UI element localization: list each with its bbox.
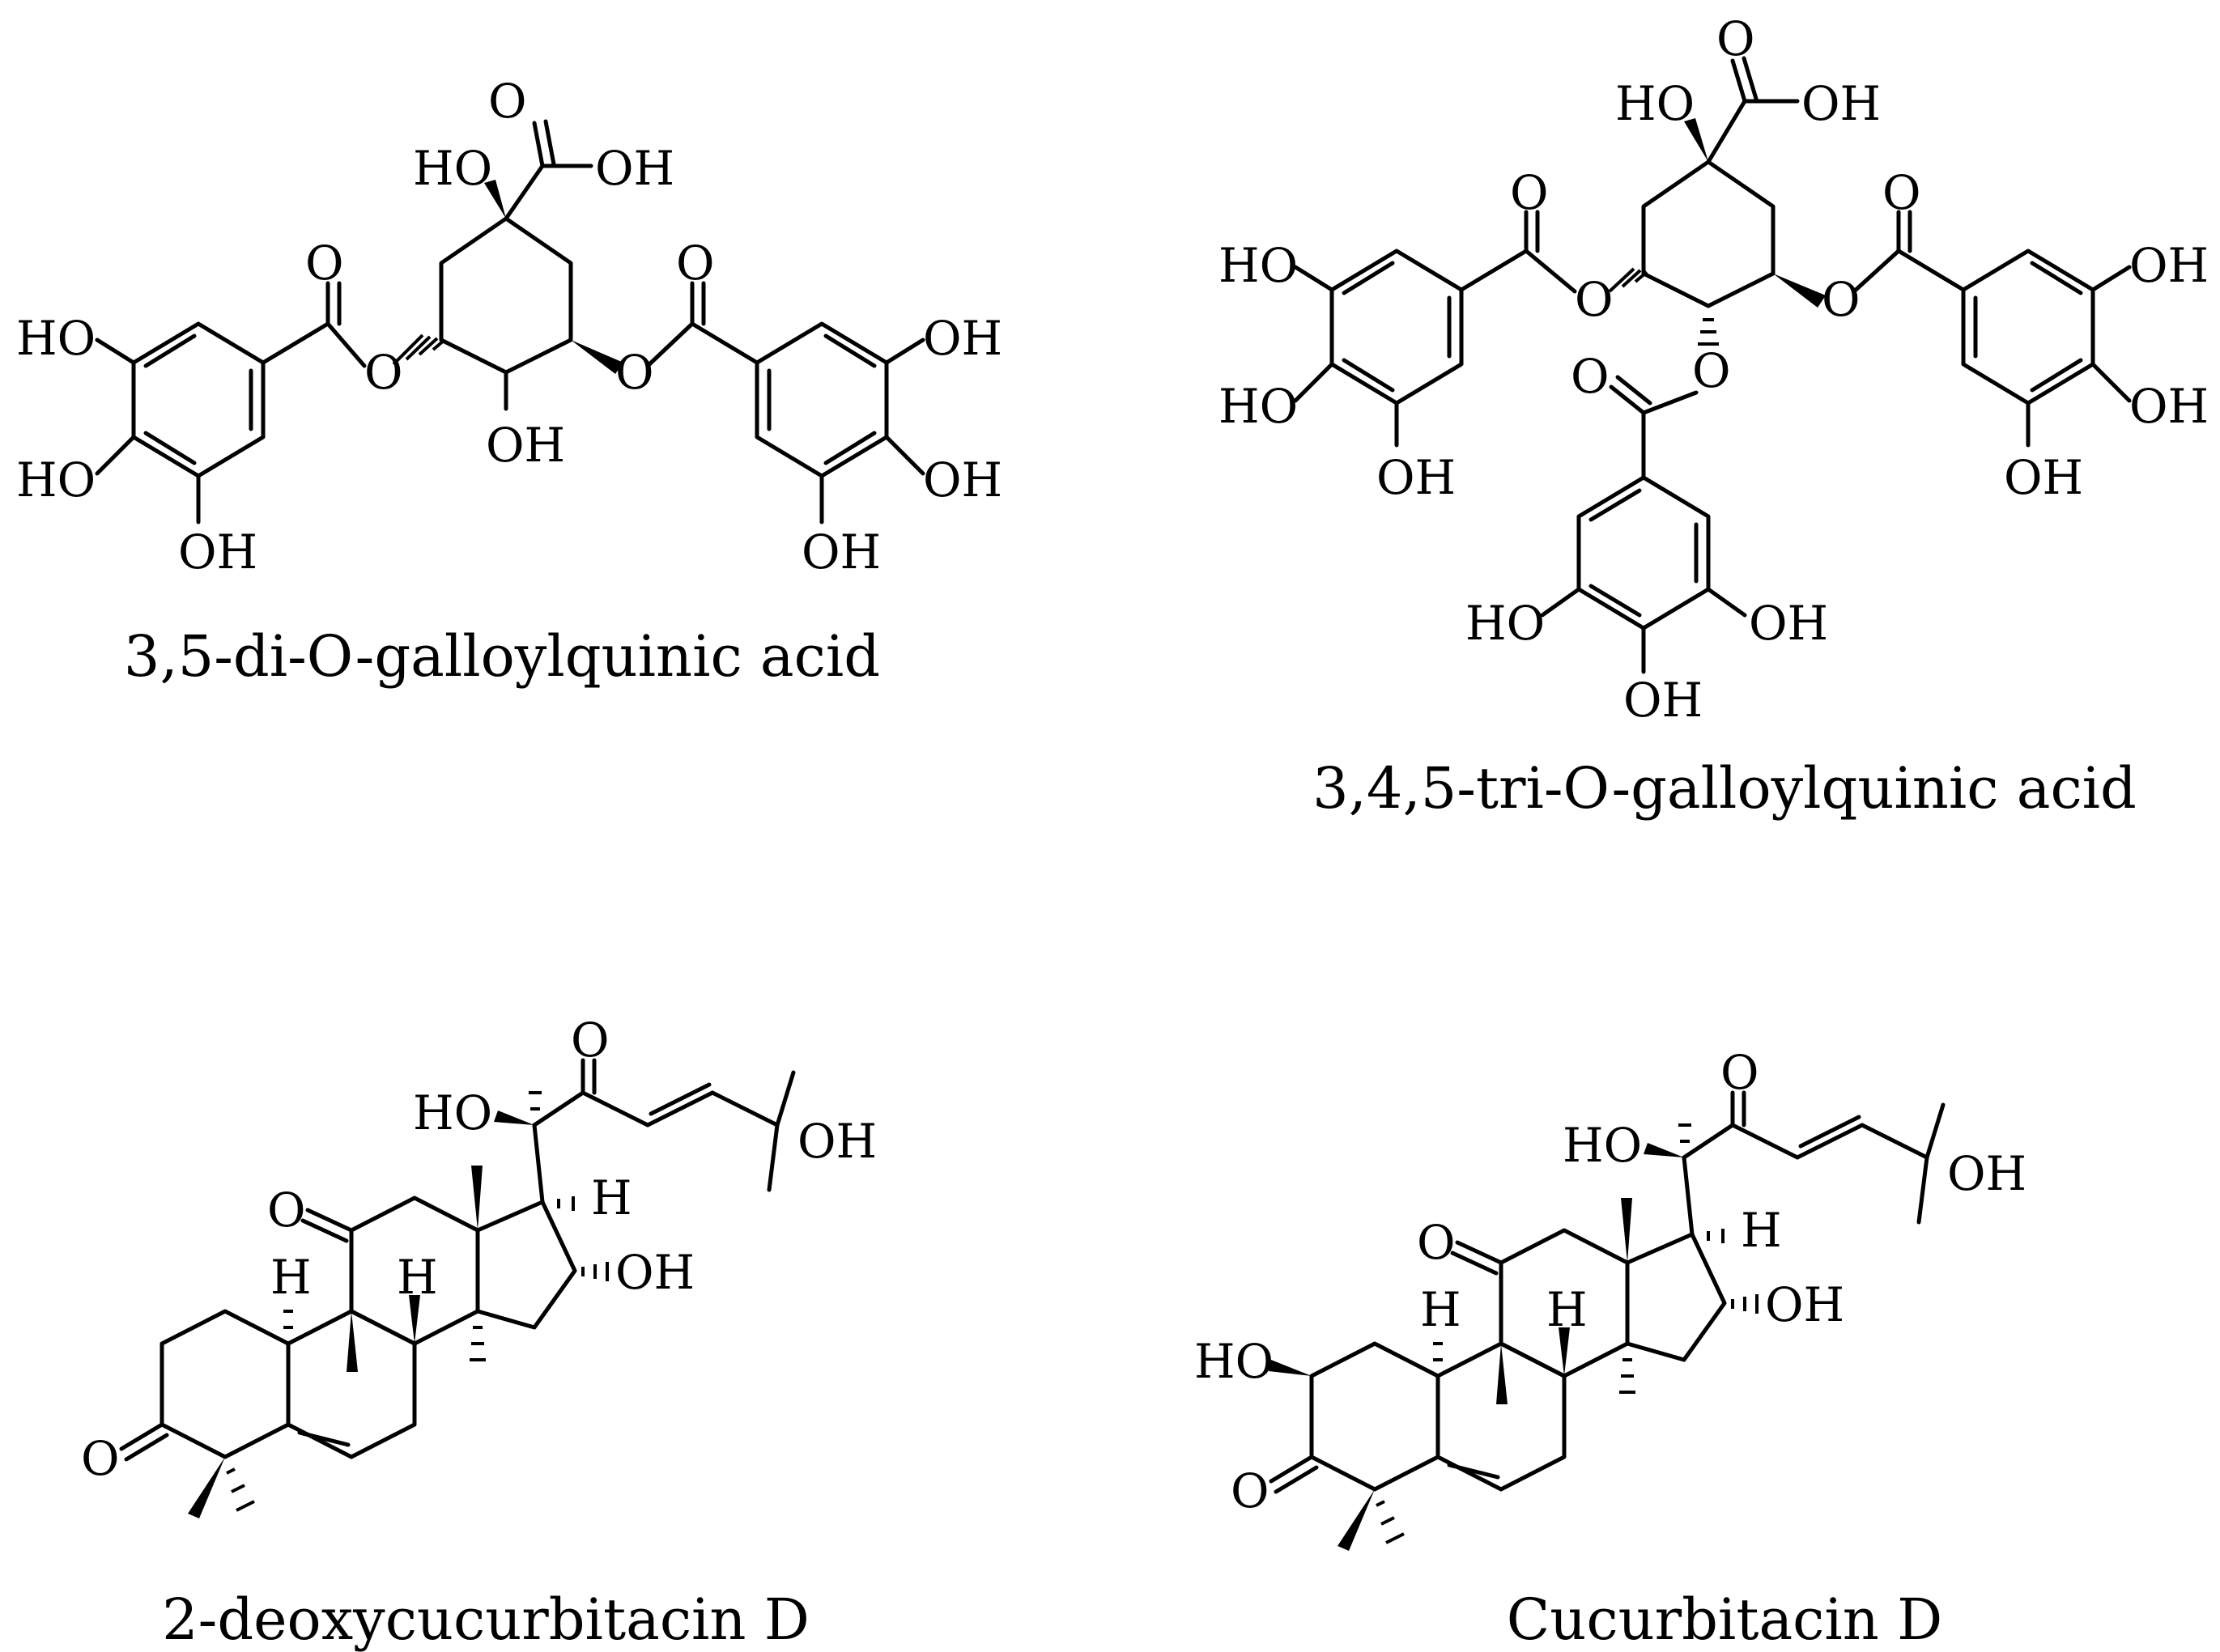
label-o-ester-r: O [1882,165,1921,220]
label-carbonyl-o: O [488,74,527,129]
label-oh-r2: OH [923,452,1002,507]
label-oh-b2: OH [1749,596,1828,651]
hash-bond-c16 [1731,1294,1759,1314]
label-o-mid: O [1692,343,1731,398]
hash-bond-h10 [283,1310,293,1329]
hash-bond-h10 [1433,1342,1443,1361]
compound-name: 2-deoxycucurbitacin D [162,1586,810,1652]
label-h-8: H [1546,1282,1588,1337]
label-o-l: O [1575,272,1614,327]
label-o-left: O [364,345,403,400]
compound-name: 3,4,5-tri-O-galloylquinic acid [1312,755,2137,822]
label-o-3: O [81,1431,120,1486]
label-ho-2: HO [1194,1334,1274,1389]
label-h-8: H [397,1250,438,1305]
hash-bond-left [1608,267,1648,293]
label-ho: HO [413,1085,492,1140]
label-oh-r1: OH [923,311,1002,366]
label-o-side: O [571,1013,610,1068]
label-oh: OH [595,141,674,196]
hash-bond-middle [1698,318,1719,346]
hash-bond-c4 [1376,1500,1405,1544]
label-o-right: O [615,345,654,400]
label-ho-l2: HO [1218,379,1298,434]
label-o-ester-l: O [1510,165,1549,220]
hash-bond-c4 [226,1467,255,1512]
label-ho: HO [1563,1118,1642,1173]
label-oh-end: OH [1947,1146,2026,1201]
label-o-r: O [1822,272,1861,327]
label-ho-l1: HO [1218,238,1298,293]
hash-bond-c17 [1707,1229,1725,1243]
hash-bond-c20 [529,1091,542,1111]
structure-di-galloylquinic-acid: O HO OH O O OH O O HO HO OH OH OH OH 3,5… [16,74,1002,690]
label-ho: HO [1615,76,1695,131]
hash-bond-c17 [557,1196,575,1211]
label-o-11: O [1417,1215,1456,1270]
label-oh-r1: OH [2129,238,2209,293]
label-o-left-ester: O [305,236,344,291]
hash-bond-c14 [470,1326,486,1361]
structure-tri-galloylquinic-acid: O HO OH O O O O O O HO HO OH OH OH OH HO… [1218,11,2209,822]
label-o-right-ester: O [676,236,715,291]
label-h-17: H [591,1170,632,1225]
label-ho-b1: HO [1465,596,1545,651]
label-o-side: O [1720,1045,1759,1100]
label-h-17: H [1741,1203,1782,1258]
hash-bond-c14 [1619,1358,1635,1394]
label-o-mid-carbonyl: O [1571,349,1610,404]
label-oh-r3: OH [802,524,881,580]
label-ho-2: HO [16,452,96,507]
label-carbonyl-o: O [1716,11,1755,66]
compound-name: 3,5-di-O-galloylquinic acid [124,623,880,690]
label-oh-r2: OH [2129,379,2209,434]
label-oh: OH [1801,76,1881,131]
label-oh-end: OH [797,1114,877,1169]
label-h-10: H [270,1250,312,1305]
hash-bond-c16 [581,1262,609,1281]
label-oh-16: OH [615,1245,695,1300]
hash-bond-c20 [1678,1123,1691,1143]
label-oh-c4: OH [486,418,565,473]
label-h-10: H [1420,1282,1461,1337]
hash-bond-left [392,333,446,366]
structure-cucurbitacin-d: O HO OH H O H H OH HO O Cucurbitacin D [1194,1045,2026,1652]
structure-2-deoxycucurbitacin-d: O HO OH H O H H OH O 2-deoxycucurbitacin… [81,1013,877,1652]
compound-name: Cucurbitacin D [1507,1586,1943,1652]
label-o-3: O [1231,1463,1269,1518]
label-oh-1: OH [178,524,257,580]
label-oh-r3: OH [2004,450,2083,505]
label-oh-l3: OH [1376,450,1456,505]
label-ho-1: HO [16,311,96,366]
label-oh-b3: OH [1623,673,1703,728]
label-oh-16: OH [1765,1277,1844,1332]
label-o-11: O [267,1183,306,1238]
label-ho: HO [413,141,492,196]
